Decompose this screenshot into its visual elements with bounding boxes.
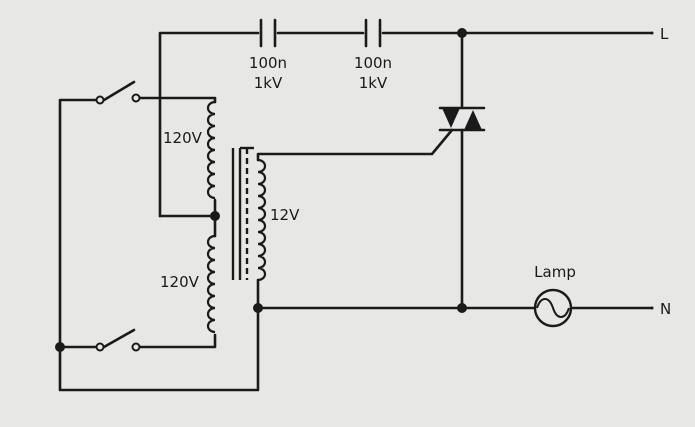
wire-triac-gate — [256, 128, 454, 162]
lamp-label: Lamp — [534, 263, 576, 281]
wire-secondary-bottom — [58, 278, 260, 392]
primary-coil-lower — [206, 234, 216, 334]
wire-switch1-out — [134, 96, 217, 104]
switch-upper — [95, 80, 141, 105]
primary-lower-label: 120V — [160, 273, 200, 291]
capacitor-1 — [259, 18, 277, 48]
wire-left-vertical — [58, 98, 102, 349]
c1-value-label: 100n — [249, 54, 287, 72]
capacitor-2 — [364, 18, 382, 48]
triac — [438, 106, 486, 132]
c1-rating-label: 1kV — [254, 74, 283, 92]
primary-coil-upper — [206, 100, 216, 200]
live-label: L — [660, 25, 669, 43]
lamp — [533, 288, 573, 328]
junctions — [55, 28, 467, 352]
wire-top-left — [158, 31, 260, 218]
terminal-neutral — [650, 306, 654, 310]
secondary-label: 12V — [270, 206, 300, 224]
switch-lower — [95, 328, 141, 352]
c2-rating-label: 1kV — [359, 74, 388, 92]
wires — [58, 31, 654, 392]
terminal-live — [650, 31, 654, 35]
wire-switch2-out — [134, 333, 217, 349]
primary-upper-label: 120V — [163, 129, 203, 147]
c2-value-label: 100n — [354, 54, 392, 72]
secondary-coil — [257, 158, 267, 282]
neutral-label: N — [660, 300, 671, 318]
transformer — [206, 100, 267, 334]
